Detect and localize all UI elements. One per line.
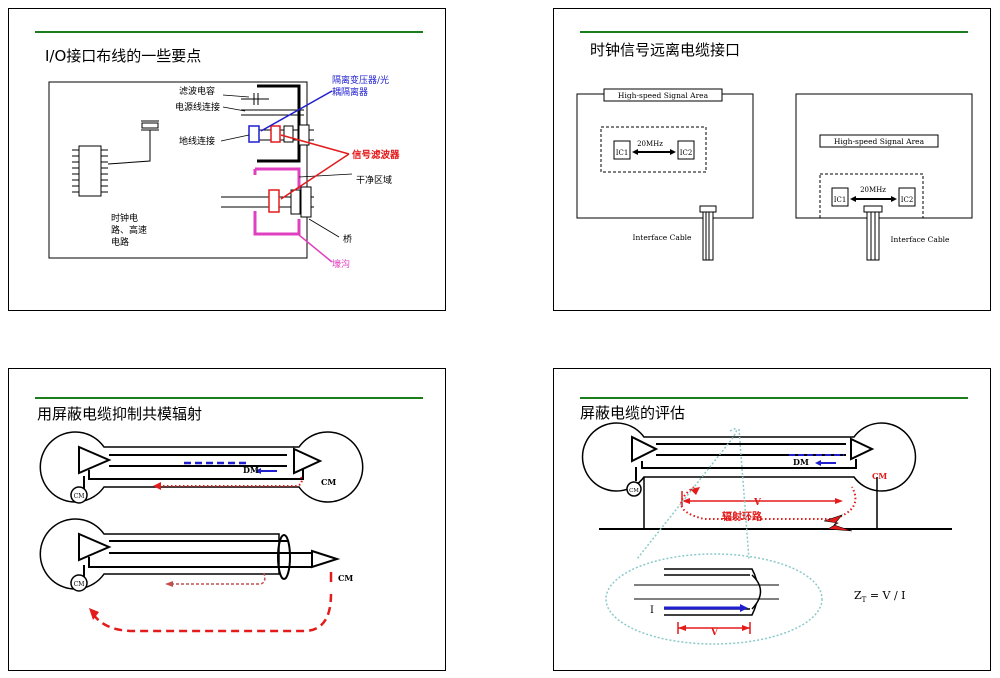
slide-io-routing: I/O接口布线的一些要点	[8, 8, 446, 311]
v-label: V	[753, 498, 762, 508]
slide-title: 时钟信号远离电缆接口	[590, 41, 741, 59]
lightning-icon	[823, 514, 853, 532]
cm-circle-top: CM	[74, 493, 85, 500]
title-rule	[35, 397, 423, 399]
board-left	[576, 93, 754, 219]
slide-title: I/O接口布线的一些要点	[45, 47, 202, 65]
label-ground-conn: 地线连接	[179, 135, 215, 147]
cm-label: CM	[872, 471, 887, 481]
capacitor-icon	[241, 93, 304, 116]
moat-outline	[255, 167, 301, 189]
loop-label: 辐射环路	[722, 510, 763, 523]
cm-shield-diagram: CM DM CM CM CM	[39, 431, 364, 633]
current-label: I	[650, 605, 654, 616]
area-label-left: High-speed Signal Area	[618, 91, 709, 100]
v2-label: V	[710, 628, 719, 638]
label-signal-filter: 信号滤波器	[352, 149, 400, 161]
label-bridge: 桥	[343, 233, 352, 245]
clean-area-outline	[257, 84, 301, 163]
label-clock-line2: 路、高速	[111, 224, 147, 236]
label-isolation-line1: 隔离变压器/光	[332, 74, 389, 86]
title-rule	[35, 31, 423, 33]
ic1-left: IC1	[613, 140, 631, 160]
dm-label: DM	[793, 457, 809, 467]
slide-shielded-cable-cm: 用屏蔽电缆抑制共模辐射 CM DM CM	[8, 368, 446, 671]
ic1-right: IC1	[831, 187, 849, 207]
label-moat: 壕沟	[332, 258, 350, 270]
slide-clock-away-from-cable: 时钟信号远离电缆接口 High-speed Signal Area IC1 IC…	[553, 8, 991, 311]
cm-label-top: CM	[321, 477, 336, 487]
cable-label-left: Interface Cable	[633, 233, 693, 242]
svg-text:IC2: IC2	[901, 196, 914, 204]
label-isolation-line2: 耦隔离器	[332, 86, 368, 98]
io-routing-diagram: 滤波电容 电源线连接 地线连接 隔离变压器/光 耦隔离器 信号滤波器 干净区域 …	[48, 74, 400, 270]
title-rule	[580, 397, 968, 399]
zoom-ellipse	[605, 553, 823, 645]
crystal-icon	[107, 120, 159, 165]
dm-label-top: DM	[243, 465, 259, 475]
cm-circle: CM	[629, 488, 639, 494]
shield-eval-diagram: CM DM CM V 辐射环路	[581, 422, 952, 645]
ic2-right: IC2	[898, 187, 916, 207]
chip-icon	[72, 145, 108, 197]
slide-title: 屏蔽电缆的评估	[580, 404, 686, 422]
slide-shielded-cable-eval: 屏蔽电缆的评估 CM DM CM V 辐射环路	[553, 368, 991, 671]
label-clock-line1: 时钟电	[111, 212, 138, 224]
area-label-right: High-speed Signal Area	[834, 137, 925, 146]
freq-left: 20MHz	[637, 140, 663, 148]
cm-label-bottom: CM	[338, 573, 353, 583]
radiation-loop	[680, 486, 857, 520]
cable-label-right: Interface Cable	[891, 235, 951, 244]
label-clock-line3: 电路	[111, 236, 129, 248]
clock-routing-diagram: High-speed Signal Area IC1 IC2 20MHz Int…	[576, 88, 973, 261]
label-power-conn: 电源线连接	[175, 101, 220, 113]
cable-right	[863, 205, 883, 261]
ic2-left: IC2	[677, 140, 695, 160]
svg-text:IC2: IC2	[680, 149, 693, 157]
label-clean-area: 干净区域	[356, 174, 392, 186]
cable-left	[699, 205, 717, 261]
slide-title: 用屏蔽电缆抑制共模辐射	[37, 405, 203, 423]
svg-text:IC1: IC1	[834, 196, 847, 204]
transfer-impedance-formula: ZT = V / I	[854, 589, 906, 604]
dumbbell	[581, 422, 917, 492]
label-filter-cap: 滤波电容	[179, 85, 215, 97]
freq-right: 20MHz	[860, 186, 886, 194]
cm-circle-bottom: CM	[74, 581, 85, 588]
title-rule	[580, 31, 968, 33]
board-outline	[48, 81, 308, 259]
svg-text:IC1: IC1	[616, 149, 629, 157]
zoom-cable	[634, 568, 779, 616]
